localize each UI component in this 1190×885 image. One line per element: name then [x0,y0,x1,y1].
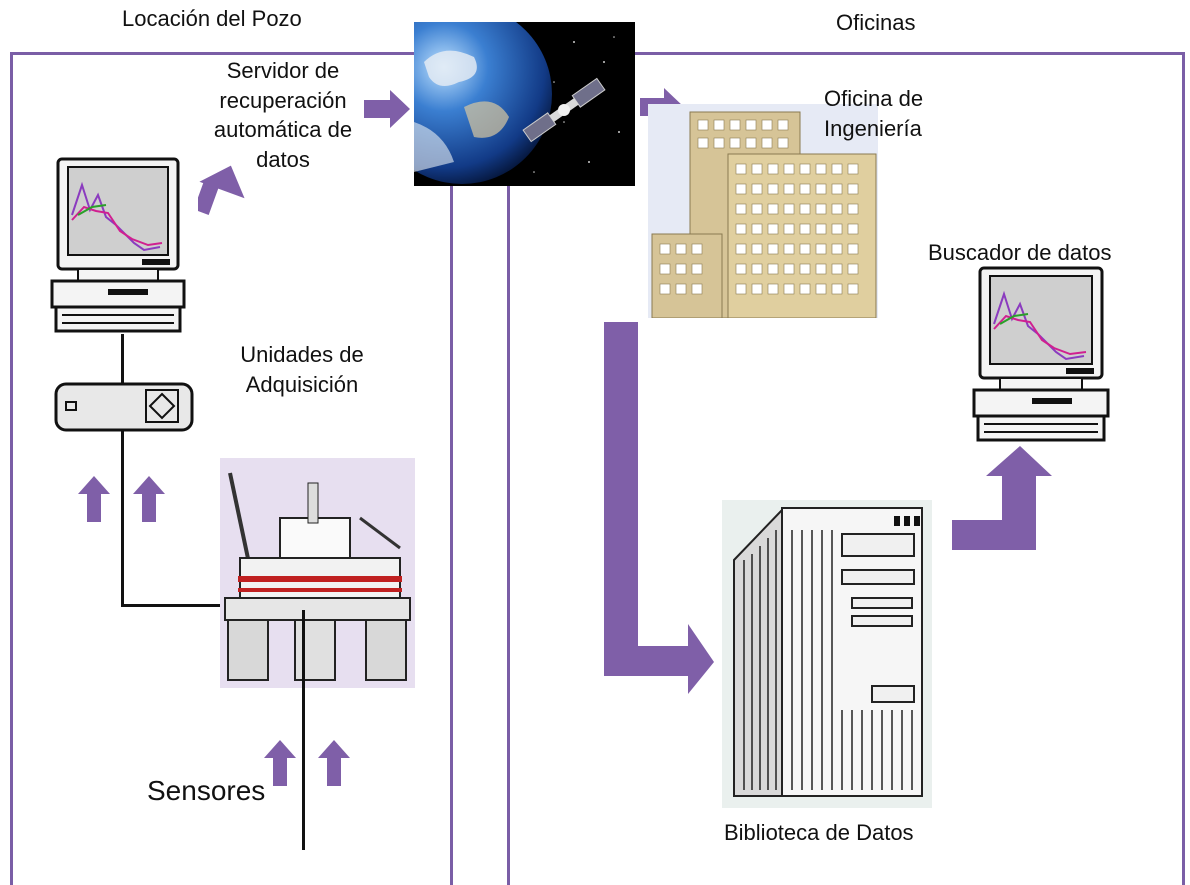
arrow-library-to-browser [952,446,1052,550]
acquisition-computer [48,155,188,335]
offices-panel [507,52,1185,885]
server-label: Servidor de recuperación automática de d… [200,56,366,175]
offices-title: Oficinas [836,10,916,35]
engineering-office-label: Oficina de Ingeniería [824,84,923,143]
engineering-office-building [648,104,878,318]
arrow-up-left-2 [133,476,165,522]
sensor-cable [302,610,305,850]
arrow-up-sensor-2 [318,740,350,786]
data-browser-computer [970,264,1112,444]
arrow-office-to-library [604,322,714,694]
arrow-right-server [364,90,410,128]
data-library-server [722,500,932,808]
engineering-office-label-line1: Oficina de [824,86,924,111]
well-location-title: Locación del Pozo [122,6,302,31]
server-label-line4: datos [256,147,310,173]
acquisition-unit-device [54,382,194,432]
offshore-rig-image [220,458,415,688]
engineering-office-label-line2: Ingeniería [824,115,922,141]
acquisition-label-line2: Adquisición [245,371,359,397]
cable-acq-rig-horizontal [121,604,231,607]
data-browser-label: Buscador de datos [928,240,1112,265]
sensors-label: Sensores [147,775,266,806]
cable-computer-acq [121,334,124,384]
server-label-line3: automática de [213,117,353,143]
acquisition-label: Unidades de Adquisición [212,340,392,399]
arrow-up-sensor-1 [264,740,296,786]
acquisition-label-line1: Unidades de [240,342,364,367]
data-library-label: Biblioteca de Datos [724,820,914,845]
well-location-panel [10,52,453,885]
arrow-up-right-computer [198,165,245,215]
server-label-line2: recuperación [219,87,347,113]
satellite-earth-image [414,22,635,186]
server-label-line1: Servidor de [226,58,340,83]
cable-acq-rig-vertical [121,430,124,606]
arrow-up-left-1 [78,476,110,522]
